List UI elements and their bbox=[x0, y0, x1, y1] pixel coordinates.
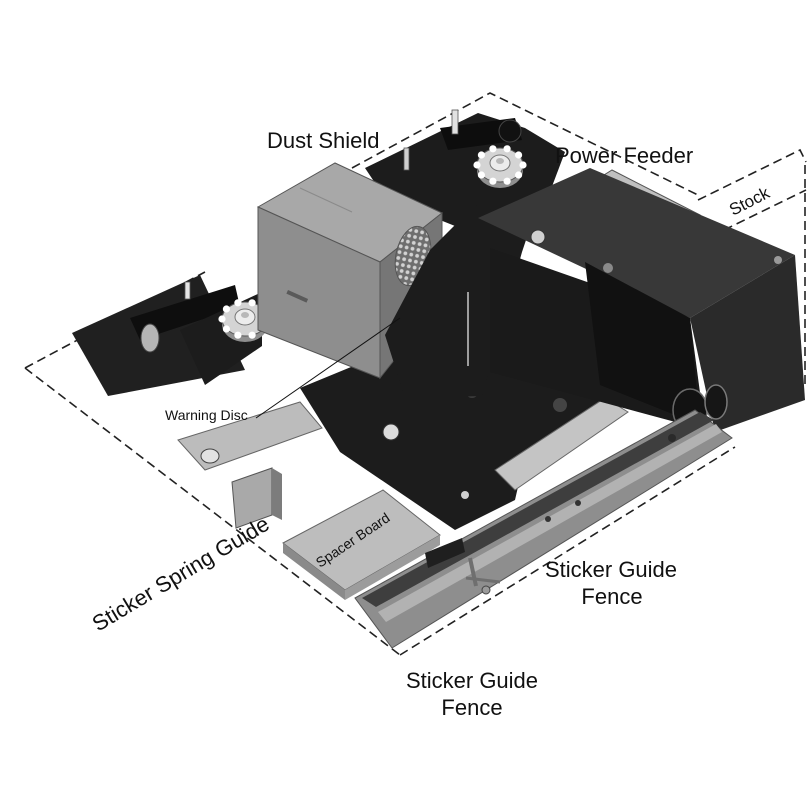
spacer-board-edge bbox=[345, 535, 440, 600]
fence-inner-strip bbox=[378, 424, 722, 622]
sticker-guide-fence bbox=[354, 409, 733, 649]
outline-left-bottom bbox=[24, 367, 401, 656]
fence-bolt bbox=[545, 516, 551, 522]
label-sticker-spring-guide: Sticker Spring Guide bbox=[88, 511, 274, 636]
outline-top bbox=[351, 92, 701, 197]
power-feeder bbox=[478, 168, 805, 432]
left-bracket-rod bbox=[130, 285, 240, 340]
label-stock: Stock bbox=[726, 183, 773, 219]
feeder-bolt bbox=[774, 256, 782, 264]
label-sticker-guide-fence-bottom-line2: Fence bbox=[441, 695, 502, 720]
fence-pin bbox=[468, 557, 478, 587]
fence-pin-knob bbox=[481, 585, 491, 595]
base-bolt bbox=[553, 398, 567, 412]
motor-end-cap bbox=[704, 384, 728, 420]
left-bracket-screw bbox=[184, 281, 191, 300]
left-bracket-bearing bbox=[140, 323, 160, 353]
fence-block bbox=[425, 538, 465, 568]
fence-bolt bbox=[668, 434, 676, 442]
top-screw bbox=[403, 147, 410, 171]
label-power-feeder: Power Feeder bbox=[555, 143, 693, 168]
feeder-motor bbox=[585, 262, 700, 425]
feeder-bolt bbox=[530, 229, 546, 245]
dust-shield-mark bbox=[286, 290, 309, 303]
feeder-bolt bbox=[603, 263, 613, 273]
spacer-board-edge bbox=[283, 543, 345, 600]
label-dust-shield: Dust Shield bbox=[267, 128, 380, 153]
fence-pin-bar bbox=[465, 576, 501, 584]
outline-bottom bbox=[399, 446, 736, 656]
label-sticker-guide-fence-bottom-line1: Sticker Guide bbox=[406, 668, 538, 693]
stock-line-lower bbox=[723, 189, 807, 231]
feeder-top bbox=[478, 168, 795, 318]
fence-bolt bbox=[575, 500, 581, 506]
spring-guide-bolt bbox=[200, 448, 220, 464]
warning-disc-leader bbox=[255, 317, 401, 419]
stock-line-upper bbox=[697, 148, 807, 201]
base-bolt bbox=[461, 491, 469, 499]
spring-guide-bracket-side bbox=[272, 468, 282, 520]
spacer-board bbox=[282, 489, 441, 600]
sticker-spring-guide bbox=[177, 401, 323, 529]
base-bolt bbox=[382, 423, 400, 441]
label-sticker-guide-fence-right-line2: Fence bbox=[581, 584, 642, 609]
top-screw bbox=[451, 109, 459, 135]
top-frame-rod-end bbox=[498, 119, 522, 143]
label-sticker-guide-fence-right-line1: Sticker Guide bbox=[545, 557, 677, 582]
label-warning-disc: Warning Disc bbox=[165, 407, 248, 423]
fence-plate-light bbox=[494, 397, 629, 491]
dust-shield-seam bbox=[299, 187, 353, 213]
